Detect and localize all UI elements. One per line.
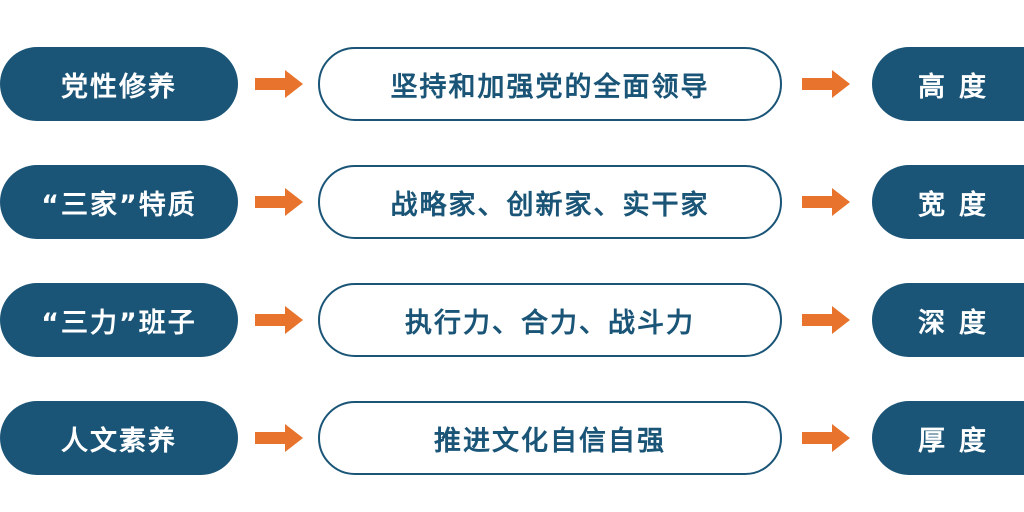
arrow-right-icon (802, 306, 850, 334)
row-2-description: 战略家、创新家、实干家 (318, 165, 782, 239)
flow-row-3: “三力”班子 执行力、合力、战斗力 深度 (0, 283, 1024, 357)
arrow-right-icon (802, 188, 850, 216)
row-2-dimension: 宽度 (872, 165, 1024, 239)
arrow-right-icon (255, 70, 303, 98)
arrow-right-icon (802, 424, 850, 452)
row-3-quality-label: “三力”班子 (0, 283, 238, 357)
flow-row-2: “三家”特质 战略家、创新家、实干家 宽度 (0, 165, 1024, 239)
row-3-description: 执行力、合力、战斗力 (318, 283, 782, 357)
row-4-quality-label: 人文素养 (0, 401, 238, 475)
row-1-quality-label: 党性修养 (0, 47, 238, 121)
row-4-dimension: 厚度 (872, 401, 1024, 475)
row-4-description: 推进文化自信自强 (318, 401, 782, 475)
row-2-quality-label: “三家”特质 (0, 165, 238, 239)
row-1-description: 坚持和加强党的全面领导 (318, 47, 782, 121)
row-1-dimension: 高度 (872, 47, 1024, 121)
arrow-right-icon (802, 70, 850, 98)
flow-row-1: 党性修养 坚持和加强党的全面领导 高度 (0, 47, 1024, 121)
flow-row-4: 人文素养 推进文化自信自强 厚度 (0, 401, 1024, 475)
row-3-dimension: 深度 (872, 283, 1024, 357)
arrow-right-icon (255, 424, 303, 452)
arrow-right-icon (255, 306, 303, 334)
arrow-right-icon (255, 188, 303, 216)
